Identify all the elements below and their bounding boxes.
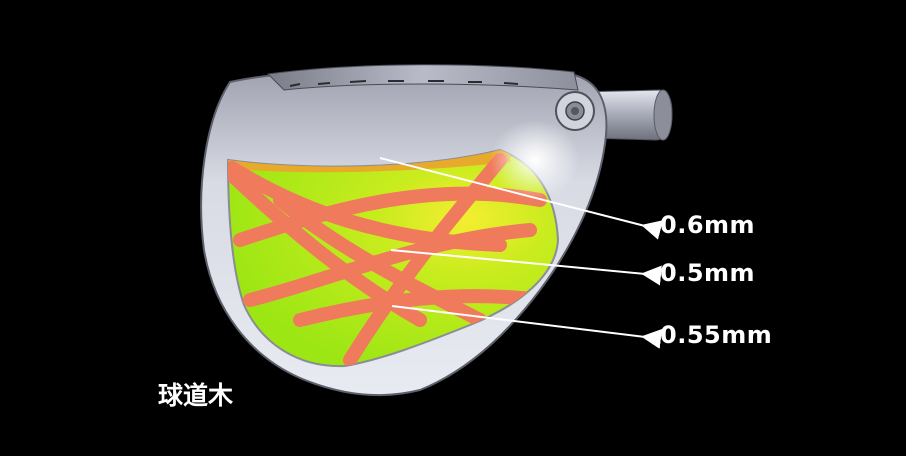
callout-arrows <box>379 157 663 349</box>
thickness-label-top: 0.6mm <box>660 211 756 239</box>
diagram-caption: 球道木 <box>158 381 234 410</box>
arrow-0-6mm <box>379 157 663 240</box>
face-thickness-map <box>226 120 580 368</box>
arrow-0-55mm <box>391 305 663 349</box>
thickness-label-lower: 0.55mm <box>660 321 773 349</box>
arrow-0-5mm <box>390 249 662 286</box>
thickness-label-center: 0.5mm <box>660 259 756 287</box>
rib-pattern <box>228 153 547 367</box>
